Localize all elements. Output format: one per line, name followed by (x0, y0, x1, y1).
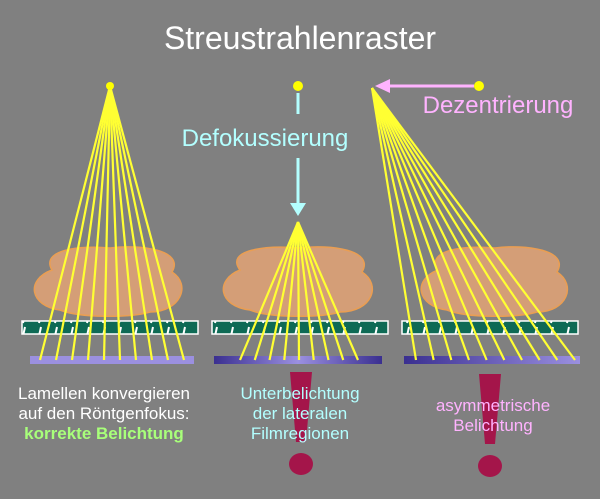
x-ray-beam (108, 85, 122, 361)
film-1 (30, 356, 194, 364)
x-ray-beam (268, 221, 300, 361)
x-ray-beam (108, 85, 186, 361)
x-ray-beam (108, 85, 154, 361)
page-title: Streustrahlenraster (163, 20, 437, 56)
x-ray-beam (296, 221, 301, 361)
label-decentering: Dezentrierung (422, 92, 574, 119)
decenter-arrow-head (375, 79, 390, 93)
film-3 (404, 356, 580, 364)
caption-defocus-line1: Unterbelichtung (240, 384, 360, 403)
x-ray-beam (371, 87, 559, 361)
x-ray-beam (253, 221, 300, 361)
caption-decenter-line1: asymmetrische (435, 396, 551, 415)
focus-point-1 (106, 82, 114, 90)
caption-correct-line3: korrekte Belichtung (24, 424, 184, 443)
caption-correct-line2: auf den Röntgenfokus: (18, 404, 190, 423)
defocus-arrow-head (290, 203, 306, 216)
x-ray-beam (371, 87, 576, 361)
original-focus-point-2 (293, 81, 303, 91)
patient-body-1 (33, 246, 183, 317)
x-ray-beam (102, 85, 112, 361)
beams-defocused (238, 221, 360, 361)
x-ray-beam (296, 221, 360, 361)
label-defocusing: Defokussierung (181, 125, 349, 152)
caption-correct-line1: Lamellen konvergieren (18, 384, 190, 403)
x-ray-beam (296, 221, 345, 361)
original-focus-point-3 (474, 81, 484, 91)
x-ray-beam (86, 85, 112, 361)
caption-decenter-line2: Belichtung (453, 416, 533, 435)
x-ray-beam (108, 85, 170, 361)
x-ray-beam (238, 221, 300, 361)
x-ray-beam (371, 87, 506, 361)
x-ray-beam (108, 85, 138, 361)
caption-correct: Lamellen konvergieren auf den Röntgenfok… (0, 384, 208, 444)
caption-defocus-line2: der lateralen (252, 404, 348, 423)
x-ray-beam (370, 87, 435, 361)
x-ray-beam (296, 221, 315, 361)
anti-scatter-grid-2 (211, 320, 389, 335)
x-ray-beam (370, 87, 471, 361)
x-ray-beam (70, 85, 112, 361)
exclamation-icon (289, 372, 313, 475)
caption-decenter: asymmetrische Belichtung (398, 396, 588, 436)
x-ray-beam (370, 87, 418, 361)
x-ray-beam (38, 85, 112, 361)
beams-correct (38, 85, 186, 361)
x-ray-beam (296, 221, 330, 361)
caption-defocus-line3: Filmregionen (250, 424, 350, 443)
x-ray-beam (370, 87, 453, 361)
x-ray-beam (371, 87, 541, 361)
x-ray-beam (370, 87, 488, 361)
beams-decentered (370, 87, 576, 361)
x-ray-beam (283, 221, 300, 361)
exclamation-icon (478, 374, 502, 477)
anti-scatter-grid-1 (21, 320, 199, 335)
x-ray-beam (371, 87, 523, 361)
x-ray-beam (54, 85, 112, 361)
caption-defocus: Unterbelichtung der lateralen Filmregion… (210, 384, 390, 444)
